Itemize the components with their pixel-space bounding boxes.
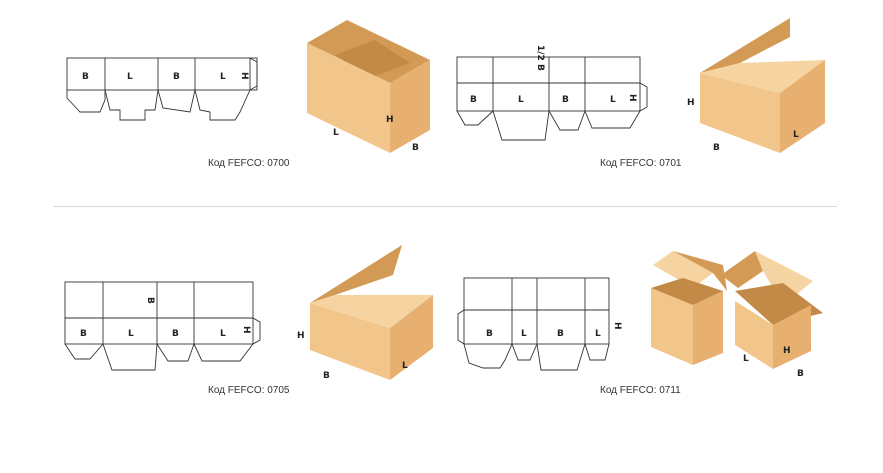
label-l1: L: [128, 329, 134, 339]
fefco-0701-caption: Код FEFCO: 0701: [600, 158, 682, 169]
box-l: L: [793, 130, 799, 140]
label-l2: L: [220, 72, 226, 82]
box-h: H: [687, 98, 695, 108]
label-h: H: [239, 72, 249, 80]
label-b2: B: [173, 72, 180, 82]
box-l: L: [743, 354, 749, 364]
label-b2: B: [562, 95, 569, 105]
label-l2: L: [595, 329, 601, 339]
label-l1: L: [518, 95, 524, 105]
fefco-0700-box: L H B: [307, 20, 430, 153]
label-b1: B: [82, 72, 89, 82]
label-l2: L: [610, 95, 616, 105]
fefco-0700-dieline: B L B L H: [66, 57, 258, 121]
fefco-0705-box: H L B: [297, 245, 433, 381]
fefco-0711-dieline: B L B L H: [457, 277, 622, 371]
box-b: B: [323, 371, 330, 381]
fefco-0711-box: L H B: [651, 251, 823, 379]
label-l1: L: [521, 329, 527, 339]
label-half-b: 1/2 B: [535, 45, 545, 71]
box-h: H: [297, 331, 305, 341]
label-h: H: [612, 322, 622, 330]
fefco-0711-caption: Код FEFCO: 0711: [600, 385, 681, 396]
box-l: L: [402, 361, 408, 371]
box-b: B: [713, 143, 720, 153]
fefco-0701-box: H L B: [687, 18, 825, 153]
fefco-0705-dieline: B B L B L H: [64, 281, 261, 371]
box-l: L: [333, 128, 339, 138]
label-b2: B: [557, 329, 564, 339]
label-l2: L: [220, 329, 226, 339]
section-divider: [53, 206, 837, 207]
label-b1: B: [486, 329, 493, 339]
box-h: H: [386, 115, 394, 125]
label-l1: L: [127, 72, 133, 82]
box-h: H: [783, 346, 791, 356]
label-h: H: [627, 94, 637, 102]
label-b2: B: [172, 329, 179, 339]
fefco-0700-caption: Код FEFCO: 0700: [208, 158, 290, 169]
box-b: B: [412, 143, 419, 153]
label-b1: B: [470, 95, 477, 105]
label-b-top: B: [145, 297, 155, 304]
fefco-0705-caption: Код FEFCO: 0705: [208, 385, 290, 396]
label-b1: B: [80, 329, 87, 339]
box-b: B: [797, 369, 804, 379]
fefco-0701-dieline: 1/2 B B L B L H: [456, 45, 648, 141]
label-h: H: [241, 326, 251, 334]
